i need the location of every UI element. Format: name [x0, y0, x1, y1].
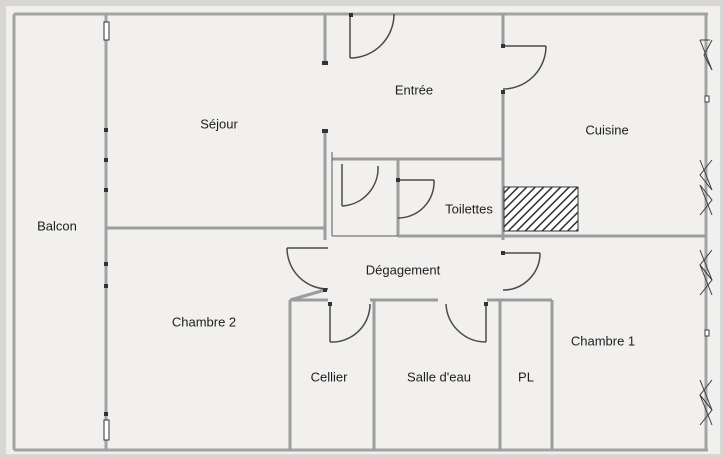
balcony-window: [103, 21, 110, 441]
room-label-sejour: Séjour: [200, 116, 238, 132]
kitchen-hatched-zone: [503, 186, 579, 232]
room-label-balcon: Balcon: [37, 218, 77, 234]
outer-walls: [12, 12, 708, 452]
wall-outlines: [331, 152, 398, 237]
room-label-pl: PL: [518, 369, 534, 385]
interior-walls: [106, 14, 706, 450]
right-windows: [699, 39, 713, 426]
wall-studs: [104, 13, 505, 416]
room-label-cellier: Cellier: [310, 369, 348, 385]
room-label-toilettes: Toilettes: [445, 201, 493, 217]
paper-sheet: [6, 6, 720, 454]
room-label-chambre-2: Chambre 2: [171, 314, 237, 330]
room-label-salle-deau: Salle d'eau: [407, 369, 471, 385]
room-label-degagement: Dégagement: [365, 262, 441, 278]
room-label-entree: Entrée: [394, 82, 434, 98]
room-label-chambre-1: Chambre 1: [570, 333, 636, 349]
room-label-cuisine: Cuisine: [585, 122, 629, 138]
doors: [286, 13, 547, 343]
